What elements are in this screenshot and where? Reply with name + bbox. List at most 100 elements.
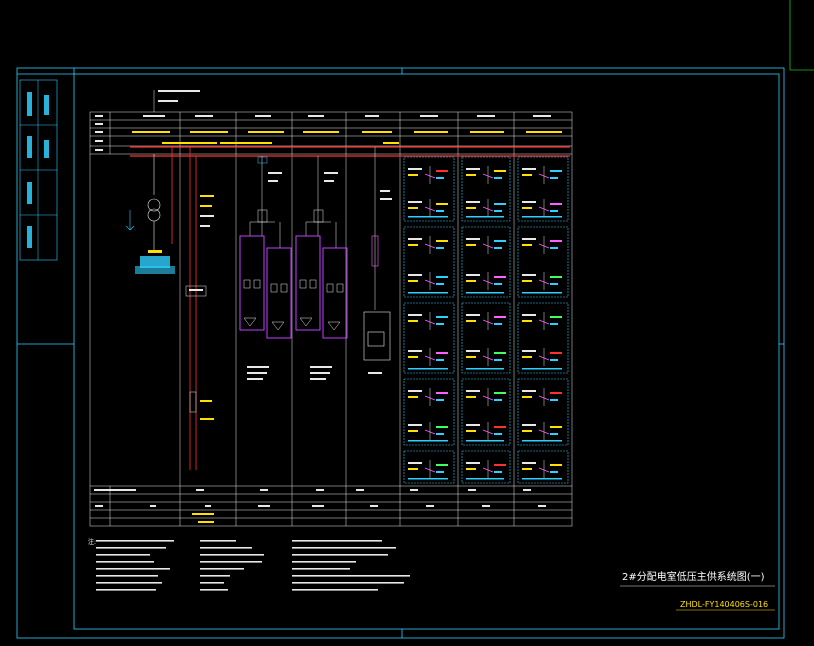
incoming-switch [185, 195, 214, 420]
note-line [292, 568, 350, 570]
sheet-title: 2#分配电室低压主供系统图(一) [622, 570, 765, 583]
feeder-text [466, 462, 480, 464]
feeder-text [550, 247, 558, 249]
feeder-text [466, 314, 480, 316]
feeder-text [436, 352, 448, 354]
feeder-text [408, 238, 422, 240]
feeder-breaker [482, 319, 494, 325]
feeder-text [550, 392, 562, 394]
feeder-breaker [424, 467, 436, 473]
feeder-text [522, 424, 536, 426]
feeder-text [466, 390, 480, 392]
feeder-breaker [538, 279, 550, 285]
feeder-text [408, 468, 418, 470]
feeder-text [550, 170, 562, 172]
feeder-breaker [538, 206, 550, 212]
feeder-breaker [424, 355, 436, 361]
feeder-breaker [482, 243, 494, 249]
feeder-cell [403, 302, 455, 374]
feeder-text [550, 471, 558, 473]
feeder-text [522, 168, 536, 170]
feeder-text [408, 207, 418, 209]
feeder-text [550, 352, 562, 354]
outgoing-feeder-panels [403, 156, 569, 484]
feeder-text [494, 359, 502, 361]
feeder-cell [517, 450, 569, 484]
note-line [292, 575, 410, 577]
feeder-text [408, 368, 448, 370]
feeder-text [522, 320, 532, 322]
note-line [96, 582, 162, 584]
feeder-cell [517, 226, 569, 298]
feeder-text [466, 478, 504, 480]
feeder-text [436, 399, 444, 401]
feeder-text [466, 468, 476, 470]
feeder-text [550, 464, 562, 466]
feeder-text [494, 240, 506, 242]
feeder-text [494, 170, 506, 172]
feeder-breaker [482, 355, 494, 361]
transformer-column [125, 154, 161, 250]
feeder-cell [403, 226, 455, 298]
feeder-text [436, 240, 448, 242]
feeder-text [466, 320, 476, 322]
feeder-text [408, 174, 418, 176]
feeder-text [522, 207, 532, 209]
feeder-breaker [424, 395, 436, 401]
feeder-text [522, 216, 562, 218]
feeder-text [494, 283, 502, 285]
feeder-text [408, 396, 418, 398]
feeder-cell [517, 302, 569, 374]
feeder-breaker [538, 429, 550, 435]
feeder-text [436, 283, 444, 285]
feeder-text [408, 356, 418, 358]
feeder-text [466, 368, 504, 370]
note-line [96, 561, 154, 563]
note-line [200, 589, 228, 591]
feeder-breaker [424, 279, 436, 285]
feeder-text [408, 462, 422, 464]
feeder-text [494, 203, 506, 205]
feeder-text [408, 274, 422, 276]
feeder-text [436, 170, 448, 172]
feeder-breaker [482, 429, 494, 435]
feeder-text [408, 430, 418, 432]
feeder-text [466, 430, 476, 432]
feeder-text [522, 292, 562, 294]
compensation-group-2 [295, 156, 348, 380]
feeder-text [494, 323, 502, 325]
feeder-text [494, 392, 506, 394]
note-line [96, 568, 170, 570]
note-line [200, 554, 264, 556]
table-header-text [95, 115, 562, 507]
feeder-breaker [482, 467, 494, 473]
feeder-text [466, 168, 480, 170]
feeder-text [436, 464, 448, 466]
feeder-text [522, 274, 536, 276]
note-line [292, 561, 356, 563]
feeder-breaker [424, 429, 436, 435]
filter-column [363, 147, 392, 374]
feeder-text [522, 350, 536, 352]
sheet-corner-lines [789, 0, 814, 71]
feeder-text [522, 396, 532, 398]
feeder-text [494, 177, 502, 179]
feeder-text [494, 471, 502, 473]
compensation-group-1 [239, 156, 292, 380]
feeder-text [436, 203, 448, 205]
feeder-text [436, 210, 444, 212]
feeder-text [494, 433, 502, 435]
feeder-breaker [538, 243, 550, 249]
notes-heading: 注: [88, 538, 96, 546]
feeder-text [494, 426, 506, 428]
feeder-text [522, 468, 532, 470]
feeder-text [408, 201, 422, 203]
feeder-text [436, 177, 444, 179]
note-line [200, 582, 224, 584]
feeder-breaker [424, 319, 436, 325]
feeder-text [408, 244, 418, 246]
feeder-cell [461, 302, 511, 374]
feeder-text [466, 238, 480, 240]
feeder-text [436, 316, 448, 318]
feeder-cell [461, 226, 511, 298]
